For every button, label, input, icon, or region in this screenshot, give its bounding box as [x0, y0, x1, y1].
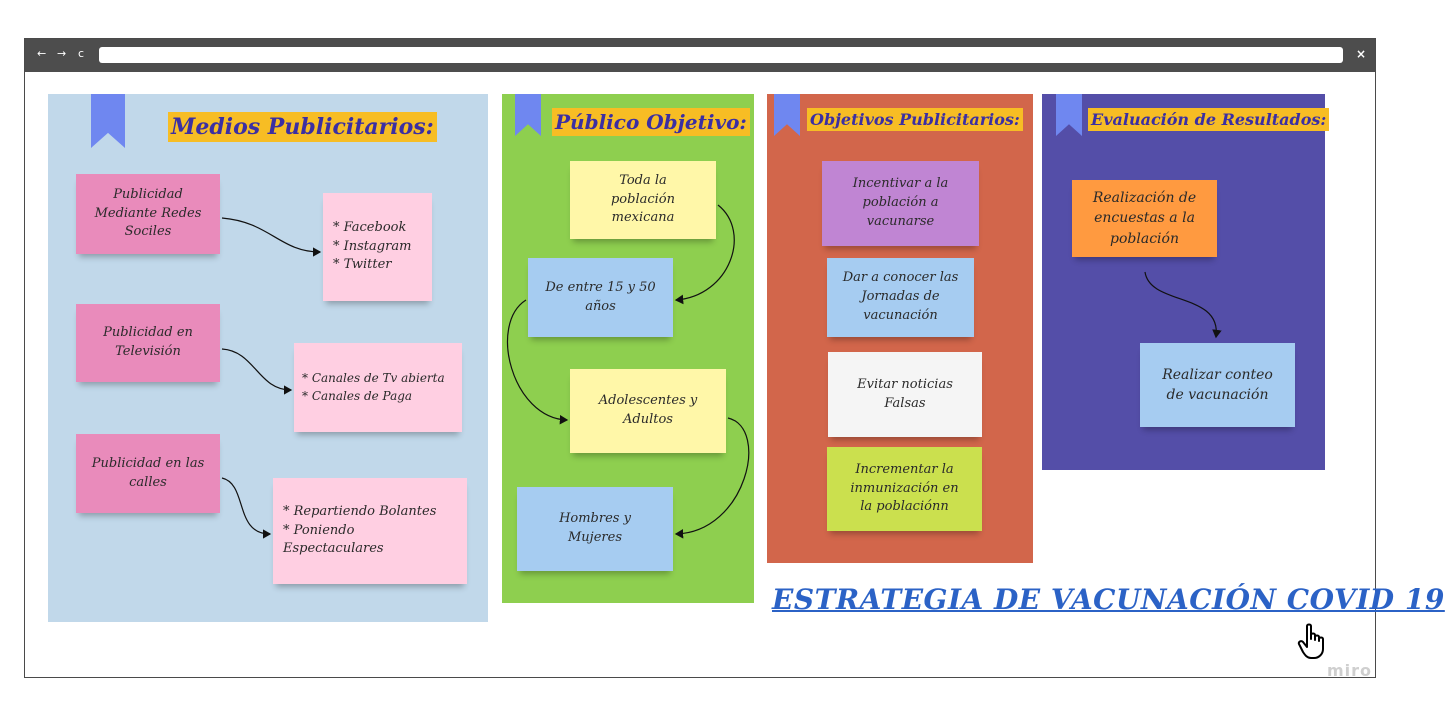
sticky-note-television-list[interactable]: * Canales de Tv abierta * Canales de Pag…	[294, 343, 462, 432]
sticky-note-poblacion-mexicana[interactable]: Toda la población mexicana	[570, 161, 716, 239]
close-icon[interactable]: ×	[1355, 47, 1366, 61]
sticky-note-calles-list[interactable]: * Repartiendo Bolantes * Poniendo Espect…	[273, 478, 467, 584]
forward-arrow-icon[interactable]: →	[57, 47, 67, 60]
sticky-note-adolescentes-adultos[interactable]: Adolescentes y Adultos	[570, 369, 726, 453]
reload-icon[interactable]: c	[78, 47, 85, 60]
sticky-note-conteo[interactable]: Realizar conteo de vacunación	[1140, 343, 1295, 427]
sticky-note-incentivar[interactable]: Incentivar a la población a vacunarse	[822, 161, 979, 246]
sticky-note-television[interactable]: Publicidad en Televisión	[76, 304, 220, 382]
miro-watermark: miro	[1327, 661, 1373, 680]
bookmark-icon	[91, 94, 125, 148]
sticky-note-rango-edad[interactable]: De entre 15 y 50 años	[528, 258, 673, 337]
sticky-note-encuestas[interactable]: Realización de encuestas a la población	[1072, 180, 1217, 257]
sticky-note-noticias-falsas[interactable]: Evitar noticias Falsas	[828, 352, 982, 437]
bookmark-icon	[774, 94, 800, 136]
hand-cursor-icon	[1297, 623, 1324, 659]
panel-title: Evaluación de Resultados:	[1088, 108, 1330, 132]
sticky-note-jornadas[interactable]: Dar a conocer las Jornadas de vacunación	[827, 258, 974, 337]
panel-title: Objetivos Publicitarios:	[807, 108, 1023, 132]
sticky-note-redes-list[interactable]: * Facebook * Instagram * Twitter	[323, 193, 432, 301]
browser-toolbar: ← → c ×	[25, 39, 1375, 72]
sticky-note-calles[interactable]: Publicidad en las calles	[76, 434, 220, 513]
sticky-note-redes-sociales[interactable]: Publicidad Mediante Redes Sociles	[76, 174, 220, 254]
bookmark-icon	[515, 94, 541, 136]
panel-title: Público Objetivo:	[552, 108, 750, 136]
back-arrow-icon[interactable]: ←	[37, 47, 47, 60]
sticky-note-inmunizacion[interactable]: Incrementar la inmunización en la poblac…	[827, 447, 982, 531]
address-bar[interactable]	[99, 47, 1343, 63]
sticky-note-hombres-mujeres[interactable]: Hombres y Mujeres	[517, 487, 673, 571]
bookmark-icon	[1056, 94, 1082, 136]
panel-title: Medios Publicitarios:	[168, 112, 437, 143]
strategy-title-link[interactable]: ESTRATEGIA DE VACUNACIÓN COVID 19	[772, 583, 1445, 616]
